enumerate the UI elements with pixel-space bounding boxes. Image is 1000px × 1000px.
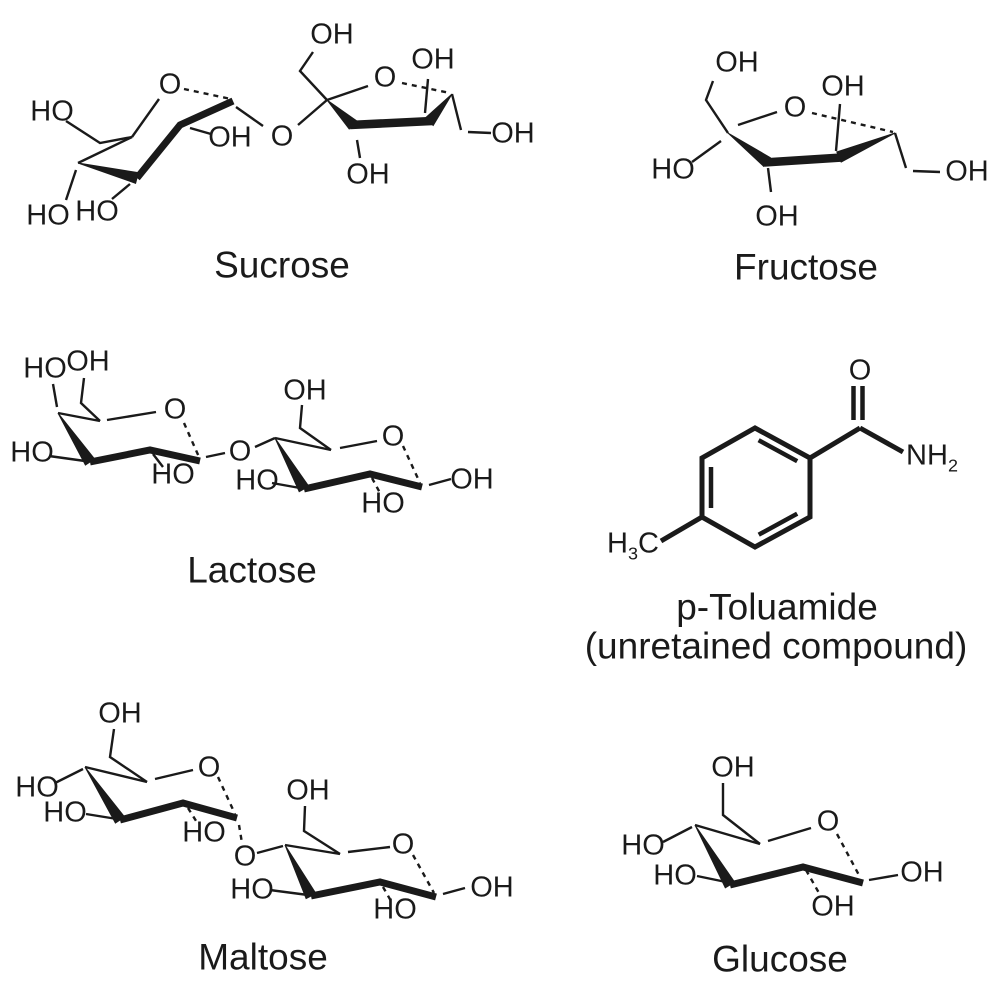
maltose-caption: Maltose [198, 936, 328, 978]
maltose-bonds [54, 728, 466, 902]
fructose-caption: Fructose [734, 246, 878, 288]
sucrose-oh-c2-label: OH [208, 121, 252, 154]
toluamide-h3c-label: H3C [607, 527, 659, 564]
glucose-oh-c2-label: OH [811, 890, 855, 923]
sucrose-oh-c4-fru-label: OH [411, 43, 455, 76]
sucrose-oh-c3-fru-label: OH [346, 158, 390, 191]
glucose-oh-c1-label: OH [900, 856, 944, 889]
toluamide-c-text: C [638, 527, 659, 560]
sucrose-bonds [64, 51, 492, 201]
toluamide-nh2-label: NH2 [906, 439, 958, 476]
maltose-oh-c1-right-label: OH [470, 871, 514, 904]
fructose-oh-c6-label: OH [945, 155, 989, 188]
p-toluamide-bonds [659, 386, 905, 550]
sucrose-ho-c4-label: HO [26, 199, 70, 232]
fructose-bonds [691, 80, 941, 193]
lactose-caption: Lactose [187, 549, 317, 591]
fructose-ring-o-label: O [783, 91, 807, 124]
lactose-ho-c4-gal-label: HO [23, 352, 67, 385]
toluamide-nh-subscript: 2 [947, 455, 958, 476]
lactose-ho-c3-gal-label: HO [10, 436, 54, 469]
toluamide-h-subscript: 3 [628, 543, 638, 564]
lactose-oh-c1-glc-label: OH [450, 463, 494, 496]
maltose-ho-c2-left-label: HO [182, 816, 226, 849]
sucrose-ho-c6-label: HO [30, 95, 74, 128]
fructose-oh-c3-label: OH [755, 200, 799, 233]
glucose-ho-c3-label: HO [653, 859, 697, 892]
lactose-ho-c3-glc-label: HO [235, 464, 279, 497]
lactose-bonds [48, 377, 452, 494]
maltose-ho-c4-left-label: HO [15, 771, 59, 804]
toluamide-h-text: H [607, 527, 628, 560]
toluamide-caption: p-Toluamide [676, 586, 878, 628]
maltose-oh-c6-right-label: OH [286, 774, 330, 807]
maltose-right-ring-o-label: O [391, 828, 415, 861]
sucrose-fru-ring-o-label: O [373, 61, 397, 94]
lactose-oh-c6-glc-label: OH [283, 374, 327, 407]
maltose-oh-c6-left-label: OH [98, 697, 142, 730]
toluamide-carbonyl-o-label: O [848, 354, 872, 387]
toluamide-nh-text: NH [906, 439, 948, 472]
toluamide-subcaption: (unretained compound) [584, 625, 968, 667]
maltose-glycosidic-o-label: O [233, 840, 257, 873]
maltose-ho-c3-right-label: HO [230, 873, 274, 906]
lactose-ho-c2-gal-label: HO [151, 458, 195, 491]
fructose-oh-c4-label: OH [821, 70, 865, 103]
maltose-ho-c3-left-label: HO [43, 796, 87, 829]
glucose-oh-c6-label: OH [711, 751, 755, 784]
sucrose-ho-c3-label: HO [75, 195, 119, 228]
fructose-ho-c2-label: HO [651, 153, 695, 186]
glucose-ho-c4-label: HO [621, 829, 665, 862]
lactose-ho-c2-glc-label: HO [361, 487, 405, 520]
lactose-glc-ring-o-label: O [381, 420, 405, 453]
sucrose-oh-c1-fru-label: OH [310, 18, 354, 51]
glucose-ring-o-label: O [816, 805, 840, 838]
glucose-caption: Glucose [712, 938, 848, 980]
sucrose-caption: Sucrose [214, 244, 350, 286]
lactose-oh-c6-gal-label: OH [66, 345, 110, 378]
fructose-oh-c1-label: OH [715, 46, 759, 79]
lactose-glycosidic-o-label: O [228, 435, 252, 468]
sucrose-oh-c6-fru-label: OH [491, 117, 535, 150]
sucrose-ring-o-label: O [158, 68, 182, 101]
lactose-gal-ring-o-label: O [163, 393, 187, 426]
sucrose-glycosidic-o-label: O [270, 120, 294, 153]
glucose-bonds [662, 783, 899, 894]
maltose-left-ring-o-label: O [197, 751, 221, 784]
maltose-ho-c2-right-label: HO [373, 893, 417, 926]
